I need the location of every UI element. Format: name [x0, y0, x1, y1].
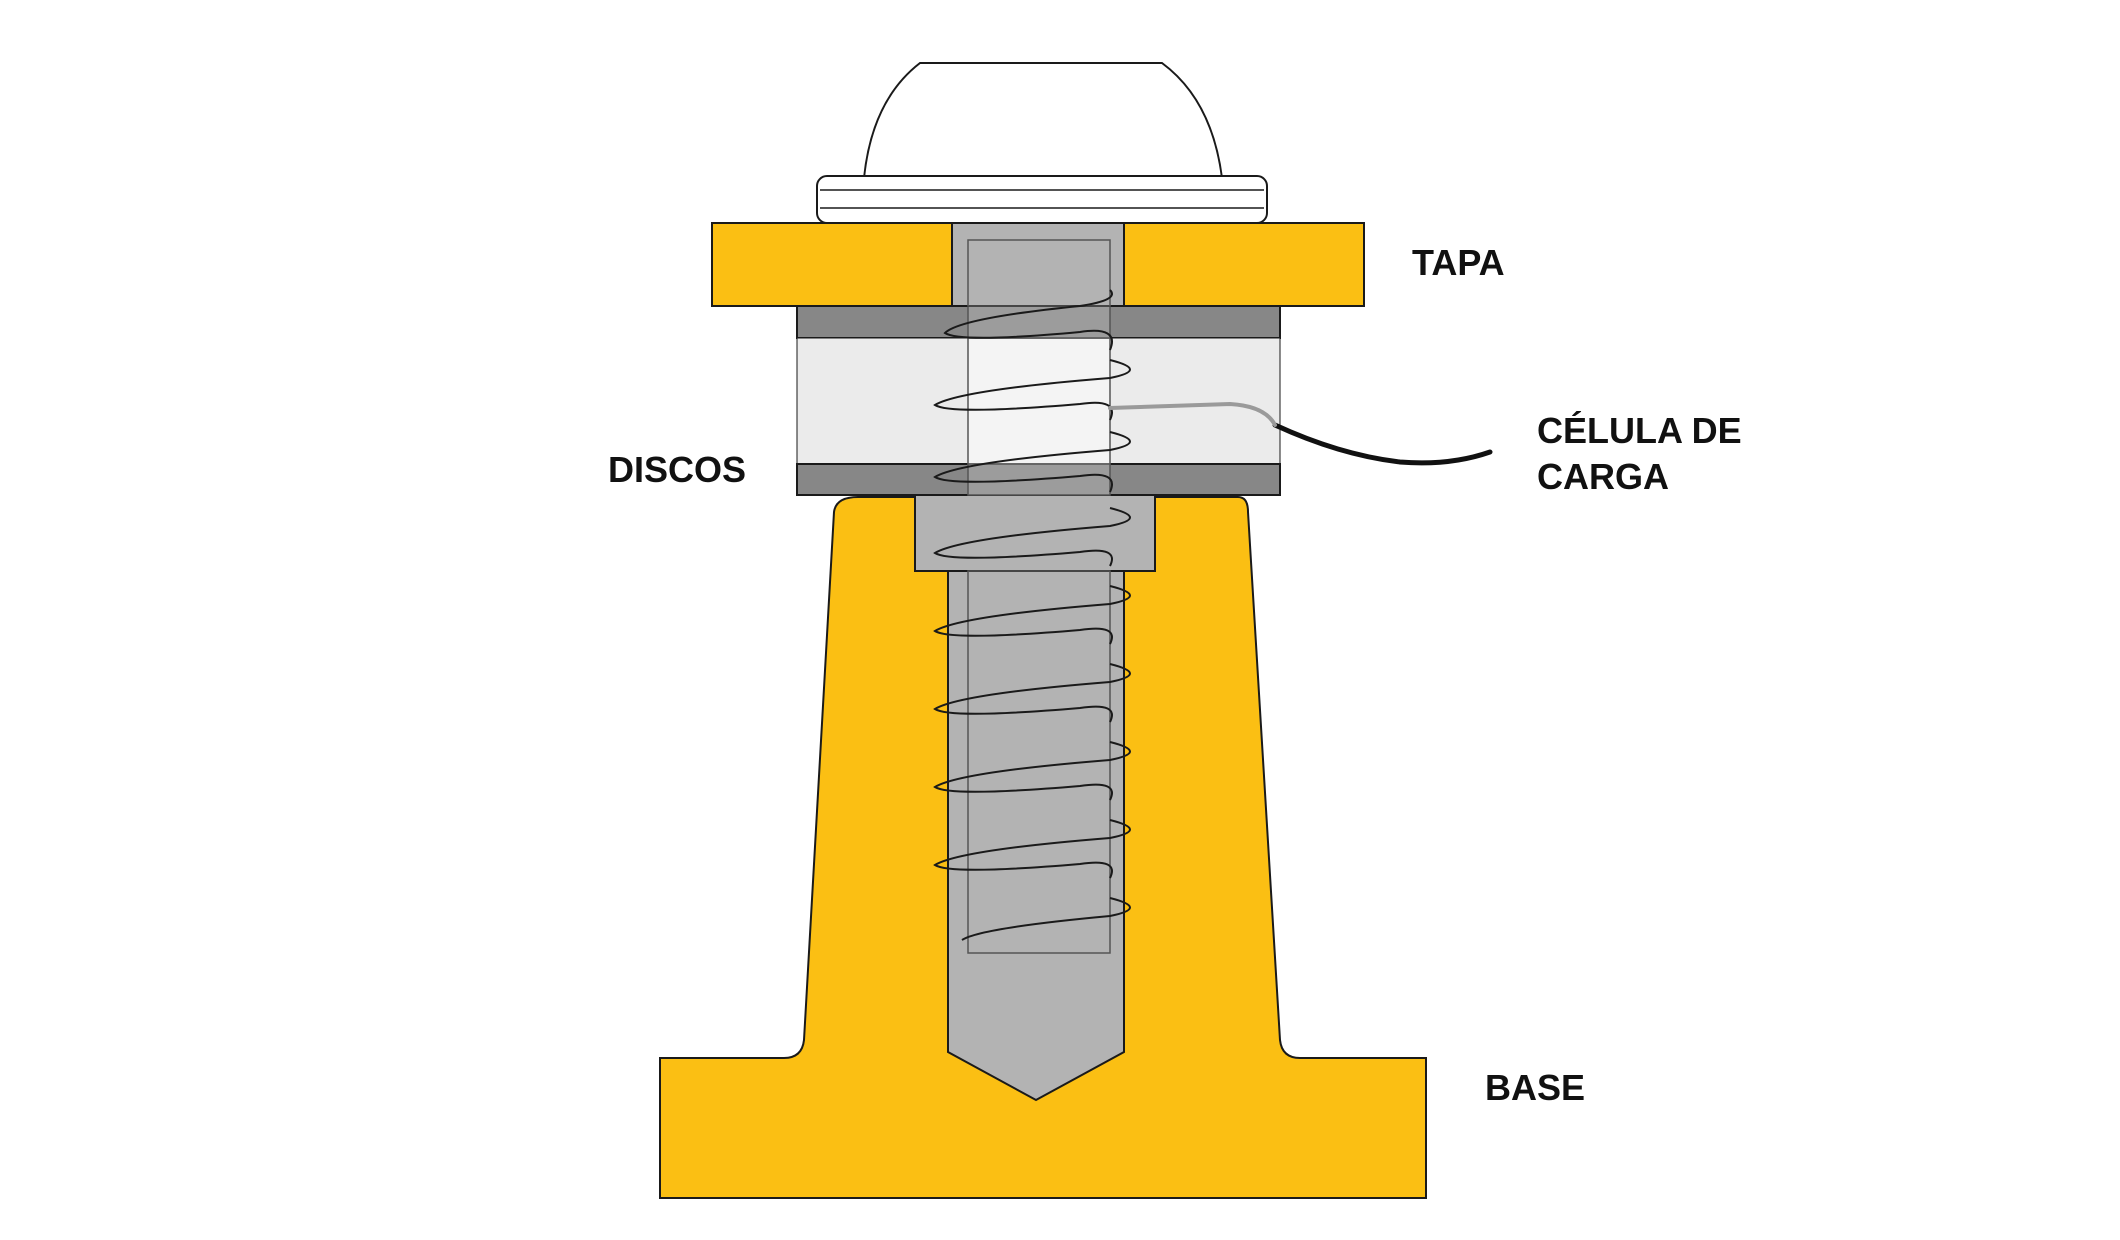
- label-base: BASE: [1485, 1067, 1586, 1108]
- screw-threads: [933, 289, 1131, 941]
- label-tapa: TAPA: [1412, 242, 1505, 283]
- load-cell-cable: [1272, 422, 1493, 466]
- load-cell-cable-inner: [1108, 401, 1277, 427]
- tapa-left: [711, 222, 953, 307]
- label-celula-line1: CÉLULA DE: [1537, 410, 1742, 451]
- screw-head-dome: [862, 62, 1224, 179]
- screw-core-outline: [967, 570, 1111, 954]
- screw-shank: [947, 570, 1125, 1102]
- label-discos: DISCOS: [608, 449, 747, 490]
- screw-core-tapa: [967, 239, 1111, 307]
- screw-through-cell: [967, 337, 1111, 465]
- label-celula-de-carga: CÉLULA DE CARGA: [1537, 408, 1742, 500]
- label-celula-line2: CARGA: [1537, 456, 1669, 497]
- screw-head-washer: [816, 175, 1268, 224]
- tapa-right: [1123, 222, 1365, 307]
- screw-through-tapa: [951, 222, 1125, 307]
